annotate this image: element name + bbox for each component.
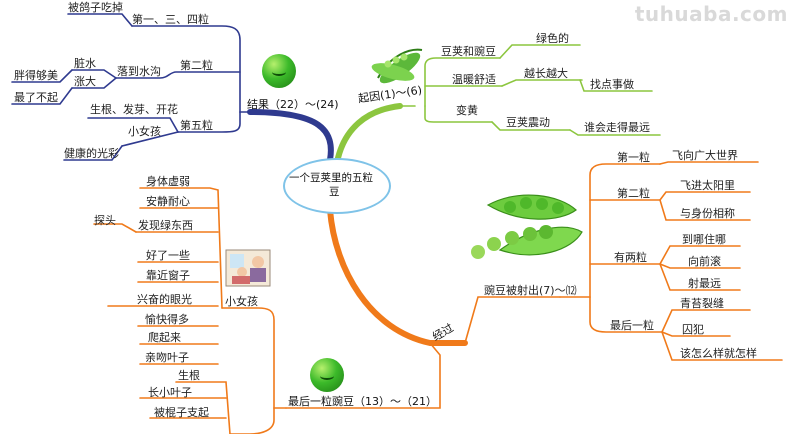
pea-pod-illustration-middle [471, 194, 583, 259]
girl-item-5: 靠近窗子 [146, 269, 190, 282]
girl-extra: 探头 [94, 214, 116, 227]
jieguo-item-3-leaf-2: 健康的光彩 [64, 147, 119, 160]
jingguo-group-1-item-1: 飞向广大世界 [672, 149, 738, 162]
jieguo-item-3-leaf-1: 小女孩 [128, 125, 161, 138]
girl-item-1: 身体虚弱 [146, 175, 190, 188]
jingguo-group-2-item-1: 飞进太阳里 [680, 179, 735, 192]
girl-item-4: 好了一些 [146, 249, 190, 262]
jieguo-item-3-child: 生根、发芽、开花 [90, 103, 178, 116]
pea-item-1: 生根 [178, 369, 200, 382]
girl-item-2: 安静耐心 [146, 195, 190, 208]
jieguo-item-2-leaf-4: 最了不起 [14, 91, 58, 104]
girl-item-7: 愉快得多 [145, 313, 189, 326]
jingguo-sub-label: 豌豆被射出(7)～⑿ [484, 284, 577, 297]
center-title-line2: 豆 [329, 186, 340, 198]
jieguo-item-1-child: 被鸽子吃掉 [68, 1, 123, 14]
jingguo-group-1: 第一粒 [617, 151, 650, 164]
watermark-text: tuhuaba.com [634, 2, 788, 26]
jingguo-group-3-item-3: 射最远 [688, 277, 721, 290]
jieguo-item-2-leaf-3: 胖得够美 [14, 69, 58, 82]
qiyin-item-3-child: 豆荚震动 [506, 116, 550, 129]
jieguo-item-2-child: 落到水沟 [117, 65, 161, 78]
jieguo-item-2: 第二粒 [180, 59, 213, 72]
qiyin-item-3: 变黄 [456, 104, 478, 117]
girl-label: 小女孩 [225, 295, 258, 308]
qiyin-item-2: 温暖舒适 [452, 73, 496, 86]
jingguo-group-4-item-1: 青苔裂缝 [680, 297, 724, 310]
jieguo-item-1: 第一、三、四粒 [132, 13, 209, 26]
jingguo-group-4-item-2: 囚犯 [682, 323, 704, 336]
jingguo-group-2-item-2: 与身份相称 [680, 207, 735, 220]
girl-item-3: 发现绿东西 [138, 219, 193, 232]
center-node: 一个豆荚里的五粒 豆 [283, 158, 391, 214]
pea-ball-icon-last [310, 358, 344, 392]
girl-item-6: 兴奋的眼光 [137, 293, 192, 306]
qiyin-item-2-child: 越长越大 [524, 67, 568, 80]
branch-jieguo-label: 结果（22）～(24) [247, 98, 339, 111]
pea-item-3: 被棍子支起 [154, 406, 209, 419]
girl-item-8: 爬起来 [148, 331, 181, 344]
jingguo-group-4: 最后一粒 [610, 319, 654, 332]
jieguo-item-2-leaf-1: 脏水 [74, 57, 96, 70]
pea-ball-icon-jieguo [262, 54, 296, 88]
jingguo-group-4-item-3: 该怎么样就怎样 [680, 347, 757, 360]
jingguo-group-3-item-2: 向前滚 [688, 255, 721, 268]
jingguo-group-3-item-1: 到哪住哪 [682, 233, 726, 246]
pea-pod-illustration-top [371, 48, 423, 84]
jieguo-item-2-leaf-2: 涨大 [74, 75, 96, 88]
qiyin-item-2-grandchild: 找点事做 [590, 78, 634, 91]
pea-item-2: 长小叶子 [148, 386, 192, 399]
jingguo-group-3: 有两粒 [614, 251, 647, 264]
jieguo-item-3: 第五粒 [180, 119, 213, 132]
last-pea-label: 最后一粒豌豆（13）～（21） [288, 395, 437, 408]
qiyin-item-1-child: 绿色的 [536, 32, 569, 45]
center-title-line1: 一个豆荚里的五粒 [289, 172, 373, 184]
jingguo-group-2: 第二粒 [617, 187, 650, 200]
girl-illustration [225, 249, 271, 287]
qiyin-item-3-grandchild: 谁会走得最远 [584, 121, 650, 134]
qiyin-item-1: 豆荚和豌豆 [441, 45, 496, 58]
girl-item-9: 亲吻叶子 [145, 351, 189, 364]
